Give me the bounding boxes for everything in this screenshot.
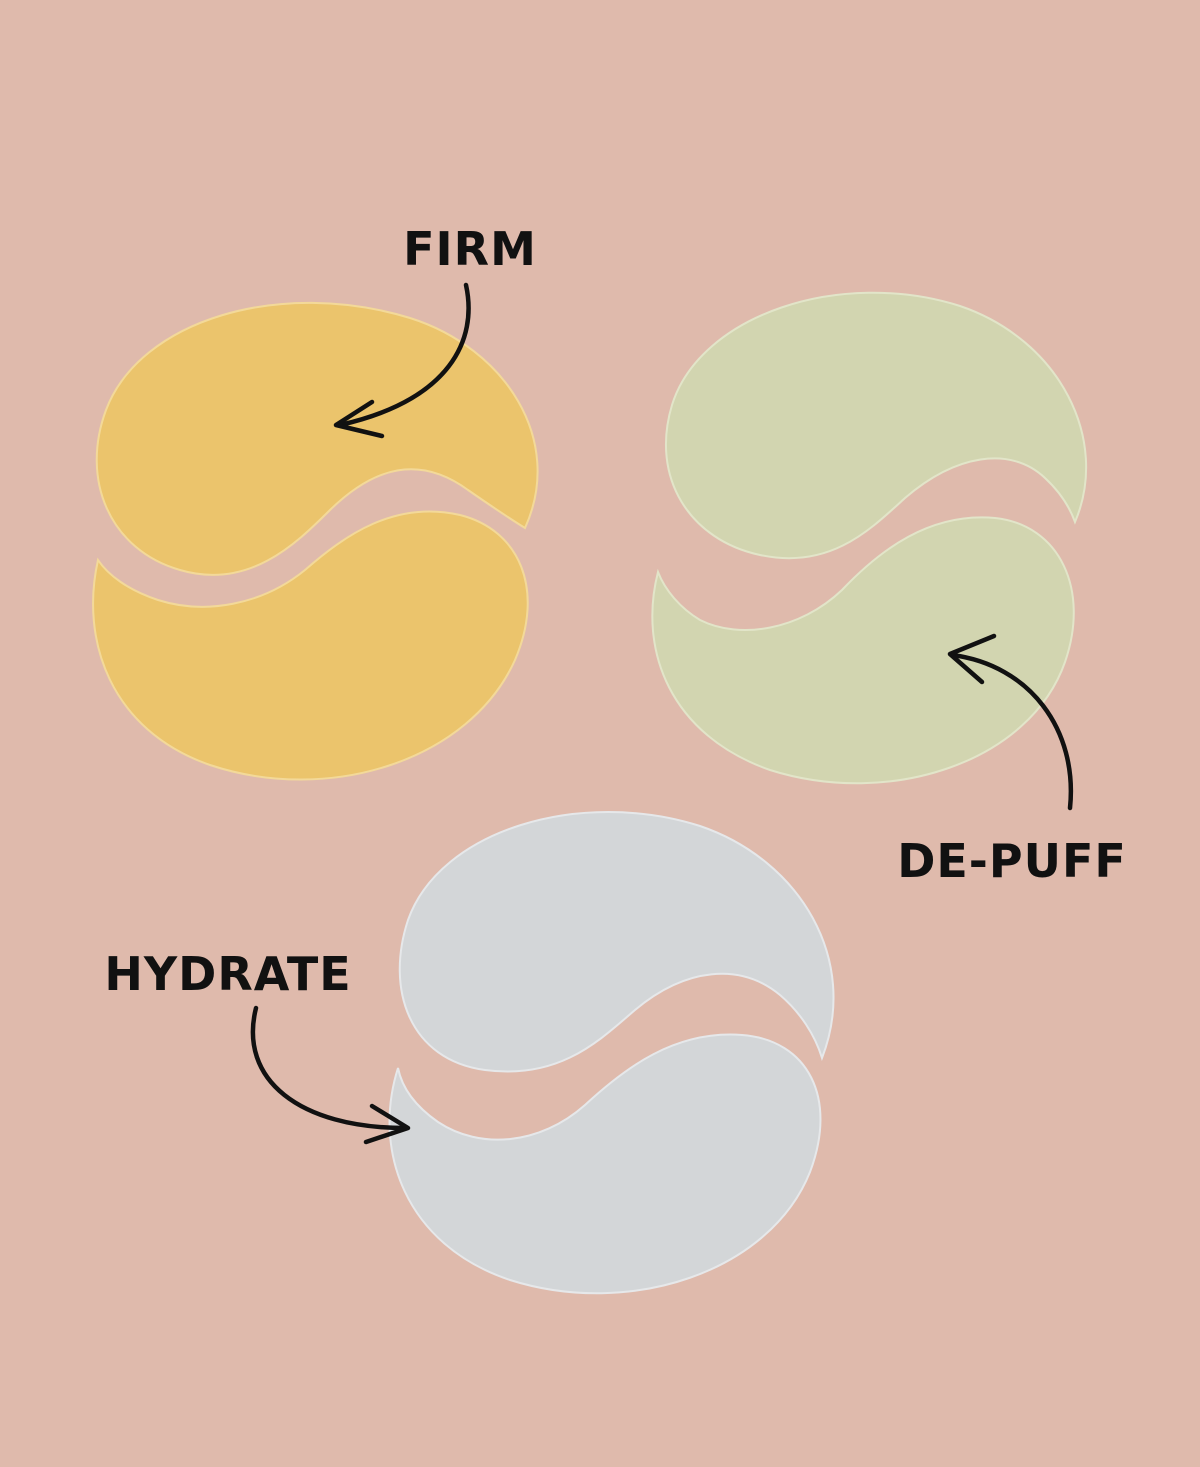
arrow-de-puff [947, 633, 1074, 811]
silver-patch-lower [388, 1033, 822, 1295]
gold-patch-lower [92, 510, 529, 781]
label-firm: FIRM [403, 222, 537, 276]
arrow-hydrate [250, 1005, 411, 1145]
gold-patch-upper [95, 301, 539, 576]
arrow-hydrate-shaft [250, 1005, 408, 1131]
arrow-firm [333, 282, 471, 439]
green-patch-lower [651, 516, 1075, 785]
silver-patch-upper [398, 811, 835, 1073]
green-patch-pair [651, 291, 1088, 785]
arrow-firm-head [333, 399, 385, 439]
arrow-de-puff-head [947, 633, 997, 685]
silver-patch-pair [388, 811, 835, 1295]
label-hydrate: HYDRATE [104, 947, 351, 1001]
arrow-hydrate-head [363, 1103, 411, 1145]
green-patch-upper [664, 291, 1088, 560]
gold-patch-pair [92, 301, 539, 781]
label-de-puff: DE-PUFF [897, 834, 1127, 888]
arrow-firm-shaft [337, 282, 471, 428]
arrow-de-puff-shaft [949, 652, 1074, 811]
